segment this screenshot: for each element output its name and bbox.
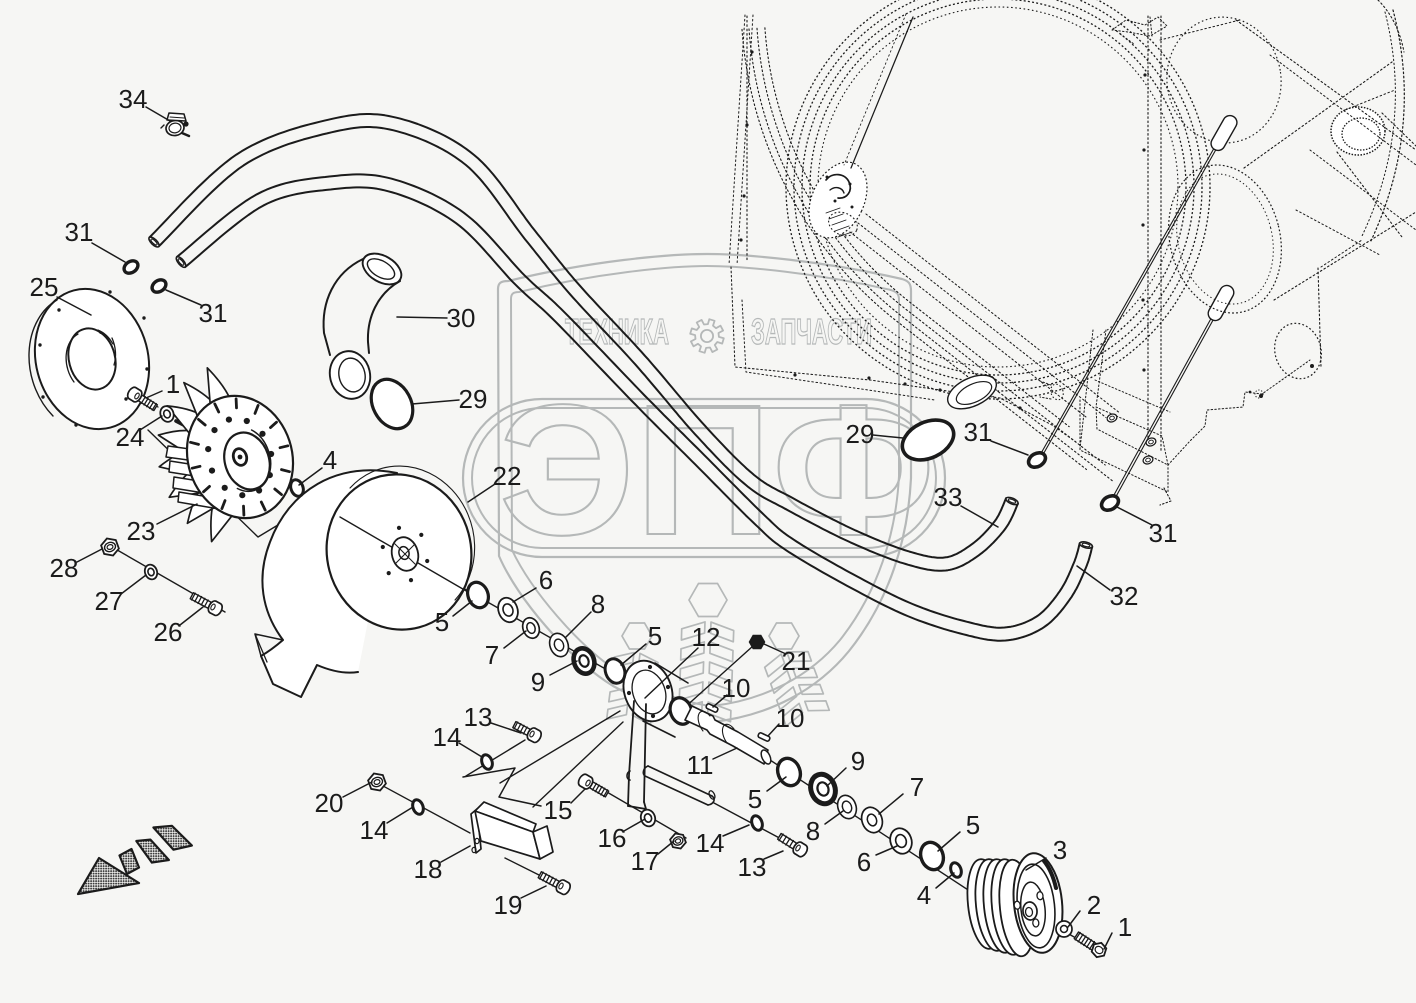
svg-text:20: 20 [315, 788, 344, 818]
svg-text:6: 6 [539, 565, 553, 595]
svg-text:8: 8 [591, 589, 605, 619]
svg-text:1: 1 [1118, 912, 1132, 942]
svg-text:5: 5 [966, 810, 980, 840]
svg-text:25: 25 [30, 272, 59, 302]
svg-text:18: 18 [414, 854, 443, 884]
svg-text:13: 13 [464, 702, 493, 732]
svg-text:32: 32 [1110, 581, 1139, 611]
svg-text:3: 3 [1053, 835, 1067, 865]
svg-text:13: 13 [738, 852, 767, 882]
svg-text:19: 19 [494, 890, 523, 920]
svg-text:5: 5 [435, 607, 449, 637]
svg-text:7: 7 [910, 772, 924, 802]
svg-text:31: 31 [1149, 518, 1178, 548]
svg-text:26: 26 [154, 617, 183, 647]
svg-text:ЗАПЧАСТИ: ЗАПЧАСТИ [751, 311, 872, 352]
svg-text:14: 14 [433, 722, 462, 752]
svg-text:31: 31 [65, 217, 94, 247]
svg-text:21: 21 [782, 646, 811, 676]
svg-text:24: 24 [116, 422, 145, 452]
svg-text:5: 5 [648, 621, 662, 651]
svg-text:34: 34 [119, 84, 148, 114]
svg-text:ЭПФ: ЭПФ [499, 367, 935, 574]
svg-text:29: 29 [846, 419, 875, 449]
svg-text:14: 14 [360, 815, 389, 845]
svg-text:5: 5 [748, 784, 762, 814]
svg-text:10: 10 [722, 673, 751, 703]
svg-text:28: 28 [50, 553, 79, 583]
svg-text:1: 1 [166, 369, 180, 399]
svg-text:27: 27 [95, 586, 124, 616]
svg-text:33: 33 [934, 482, 963, 512]
svg-text:11: 11 [687, 750, 714, 780]
svg-text:2: 2 [1087, 890, 1101, 920]
svg-text:22: 22 [493, 461, 522, 491]
svg-text:10: 10 [776, 703, 805, 733]
svg-text:4: 4 [323, 445, 337, 475]
svg-text:31: 31 [964, 417, 993, 447]
svg-text:12: 12 [692, 622, 721, 652]
svg-text:4: 4 [917, 880, 931, 910]
svg-text:14: 14 [696, 828, 725, 858]
svg-text:17: 17 [631, 846, 660, 876]
svg-text:15: 15 [544, 795, 573, 825]
svg-text:9: 9 [851, 746, 865, 776]
svg-text:6: 6 [857, 847, 871, 877]
svg-text:31: 31 [199, 298, 228, 328]
svg-text:8: 8 [806, 816, 820, 846]
svg-text:7: 7 [485, 640, 499, 670]
svg-text:9: 9 [531, 667, 545, 697]
svg-text:16: 16 [598, 823, 627, 853]
svg-text:30: 30 [447, 303, 476, 333]
svg-text:29: 29 [459, 384, 488, 414]
svg-text:23: 23 [127, 516, 156, 546]
